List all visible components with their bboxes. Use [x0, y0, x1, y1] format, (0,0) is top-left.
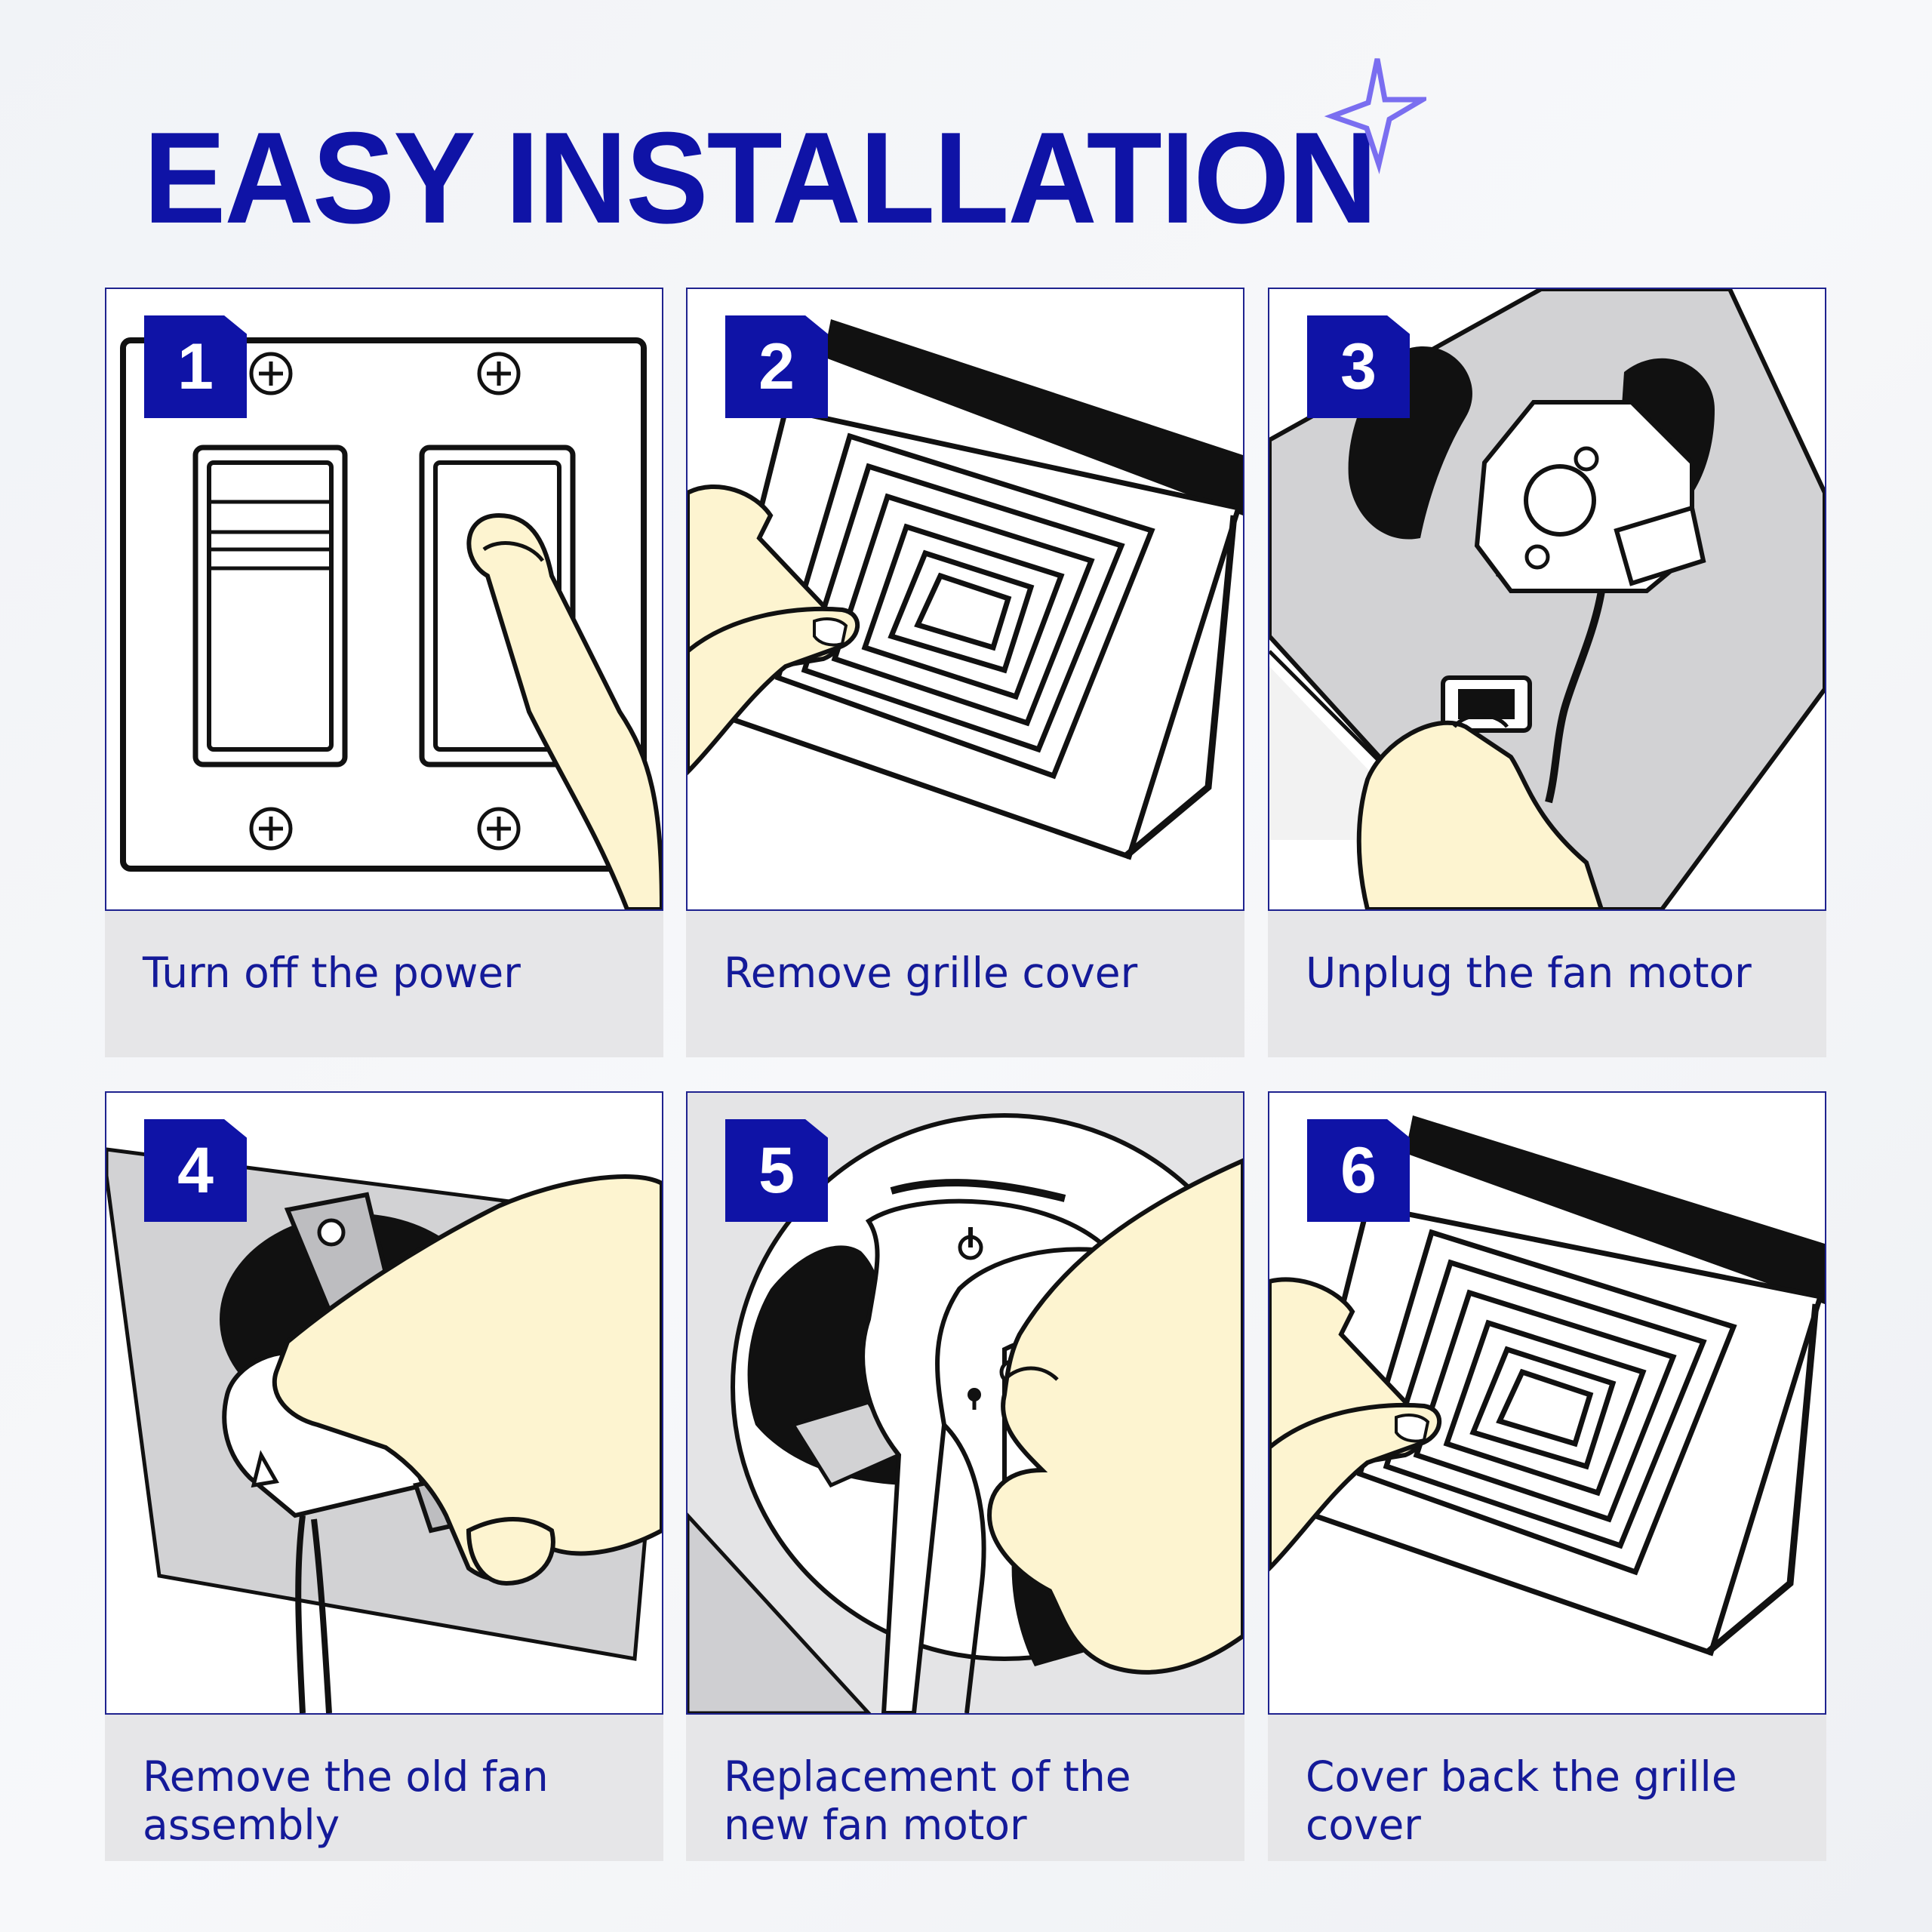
- step-illustration-panel: 5: [686, 1091, 1244, 1715]
- grille-cover-icon: [1269, 1115, 1825, 1657]
- step-caption: Unplug the fan motor: [1268, 911, 1826, 1057]
- step-card-4: 4 Remove the old fan assembly: [105, 1091, 663, 1861]
- four-point-star-icon: [1324, 58, 1426, 174]
- step-caption: Replacement of the new fan motor: [686, 1715, 1244, 1861]
- wall-switch-icon: [120, 337, 662, 909]
- page-title: EASY INSTALLATION: [143, 105, 1377, 251]
- step-number-badge: 3: [1307, 315, 1410, 418]
- step-illustration-panel: 4: [105, 1091, 663, 1715]
- step-number-badge: 4: [144, 1119, 247, 1222]
- step-caption: Remove grille cover: [686, 911, 1244, 1057]
- step-card-1: 1 Turn off the power: [105, 288, 663, 1057]
- new-fan-motor-icon: [688, 1093, 1243, 1713]
- step-illustration-panel: 2: [686, 288, 1244, 911]
- step-card-3: 3 Unplug the fan motor: [1268, 288, 1826, 1057]
- fan-motor-plug-icon: [1269, 289, 1825, 909]
- step-illustration-panel: 1: [105, 288, 663, 911]
- step-card-5: 5 Replacement of the new fan motor: [686, 1091, 1244, 1861]
- grille-cover-icon: [688, 319, 1243, 860]
- step-caption: Cover back the grille cover: [1268, 1715, 1826, 1861]
- step-number-badge: 2: [725, 315, 828, 418]
- step-caption: Turn off the power: [105, 911, 663, 1057]
- step-card-6: 6 Cover back the grille cover: [1268, 1091, 1826, 1861]
- fan-assembly-icon: [106, 1147, 662, 1713]
- step-number-badge: 1: [144, 315, 247, 418]
- step-number-badge: 5: [725, 1119, 828, 1222]
- step-illustration-panel: 6: [1268, 1091, 1826, 1715]
- step-caption: Remove the old fan assembly: [105, 1715, 663, 1861]
- step-card-2: 2 Remove grille cover: [686, 288, 1244, 1057]
- step-illustration-panel: 3: [1268, 288, 1826, 911]
- step-number-badge: 6: [1307, 1119, 1410, 1222]
